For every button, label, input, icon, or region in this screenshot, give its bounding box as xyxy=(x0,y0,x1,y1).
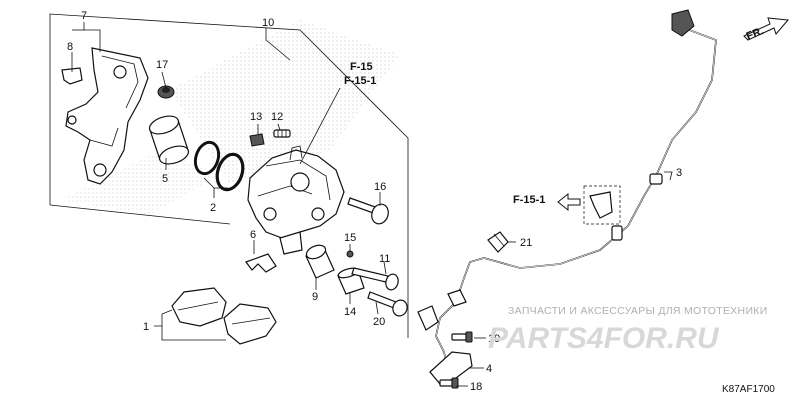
bleeder-cap xyxy=(249,133,265,147)
callout-1: 1 xyxy=(143,321,149,333)
callout-5: 5 xyxy=(162,173,168,185)
callout-21: 21 xyxy=(520,237,532,249)
callout-2: 2 xyxy=(210,202,216,214)
callout-14: 14 xyxy=(344,306,356,318)
bolt-19 xyxy=(451,331,473,343)
leader-lines xyxy=(71,22,673,387)
assembly-outline xyxy=(49,13,409,338)
callout-4: 4 xyxy=(486,363,492,375)
callout-8: 8 xyxy=(67,41,73,53)
callout-17: 17 xyxy=(156,59,168,71)
brake-pads xyxy=(171,287,277,345)
pin-bolt xyxy=(347,197,389,225)
pin-boot xyxy=(305,244,335,279)
assembly-outline-bottom xyxy=(49,204,231,225)
caliper-bracket xyxy=(65,47,149,185)
ref-f15: F-15 xyxy=(350,61,373,73)
callout-13: 13 xyxy=(250,111,262,123)
callout-18: 18 xyxy=(470,381,482,393)
detail-box xyxy=(583,185,621,225)
boot xyxy=(157,85,175,99)
callout-19: 19 xyxy=(488,333,500,345)
hose-clamp xyxy=(487,231,509,253)
pin-bolt-lower xyxy=(367,291,408,317)
callout-11: 11 xyxy=(379,253,390,265)
ref-arrow-left xyxy=(557,192,581,212)
callout-12: 12 xyxy=(271,111,283,123)
piston-seals xyxy=(193,140,245,192)
caliper-pin xyxy=(351,267,399,291)
callout-20: 20 xyxy=(373,316,385,328)
callout-3: 3 xyxy=(676,167,682,179)
callout-6: 6 xyxy=(250,229,256,241)
bracket-clip xyxy=(61,67,83,85)
dotted-shading-lower xyxy=(60,150,220,215)
dotted-shading xyxy=(170,20,400,185)
callout-10: 10 xyxy=(262,17,274,29)
front-direction-arrow: FR. xyxy=(743,17,790,43)
callout-9: 9 xyxy=(312,291,318,303)
pad-spring xyxy=(245,253,277,273)
bolt-18 xyxy=(439,377,459,389)
callout-16: 16 xyxy=(374,181,386,193)
watermark-caption: ЗАПЧАСТИ И АКСЕССУАРЫ ДЛЯ МОТОТЕХНИКИ xyxy=(508,305,768,317)
hose-bracket-detail xyxy=(589,191,613,219)
callout-15: 15 xyxy=(344,232,356,244)
callout-7: 7 xyxy=(81,10,87,22)
ref-f15-1-caliper: F-15-1 xyxy=(344,75,376,87)
piston xyxy=(148,115,190,165)
hose-stay xyxy=(429,351,473,385)
hose-fitting xyxy=(417,289,467,331)
ref-f15-1-hose: F-15-1 xyxy=(513,194,545,206)
diagram-code: K87AF1700 xyxy=(722,384,775,395)
watermark-logo: PARTS4FOR.RU xyxy=(488,322,720,355)
caliper-body xyxy=(247,145,345,255)
bleeder-screw xyxy=(273,129,291,138)
